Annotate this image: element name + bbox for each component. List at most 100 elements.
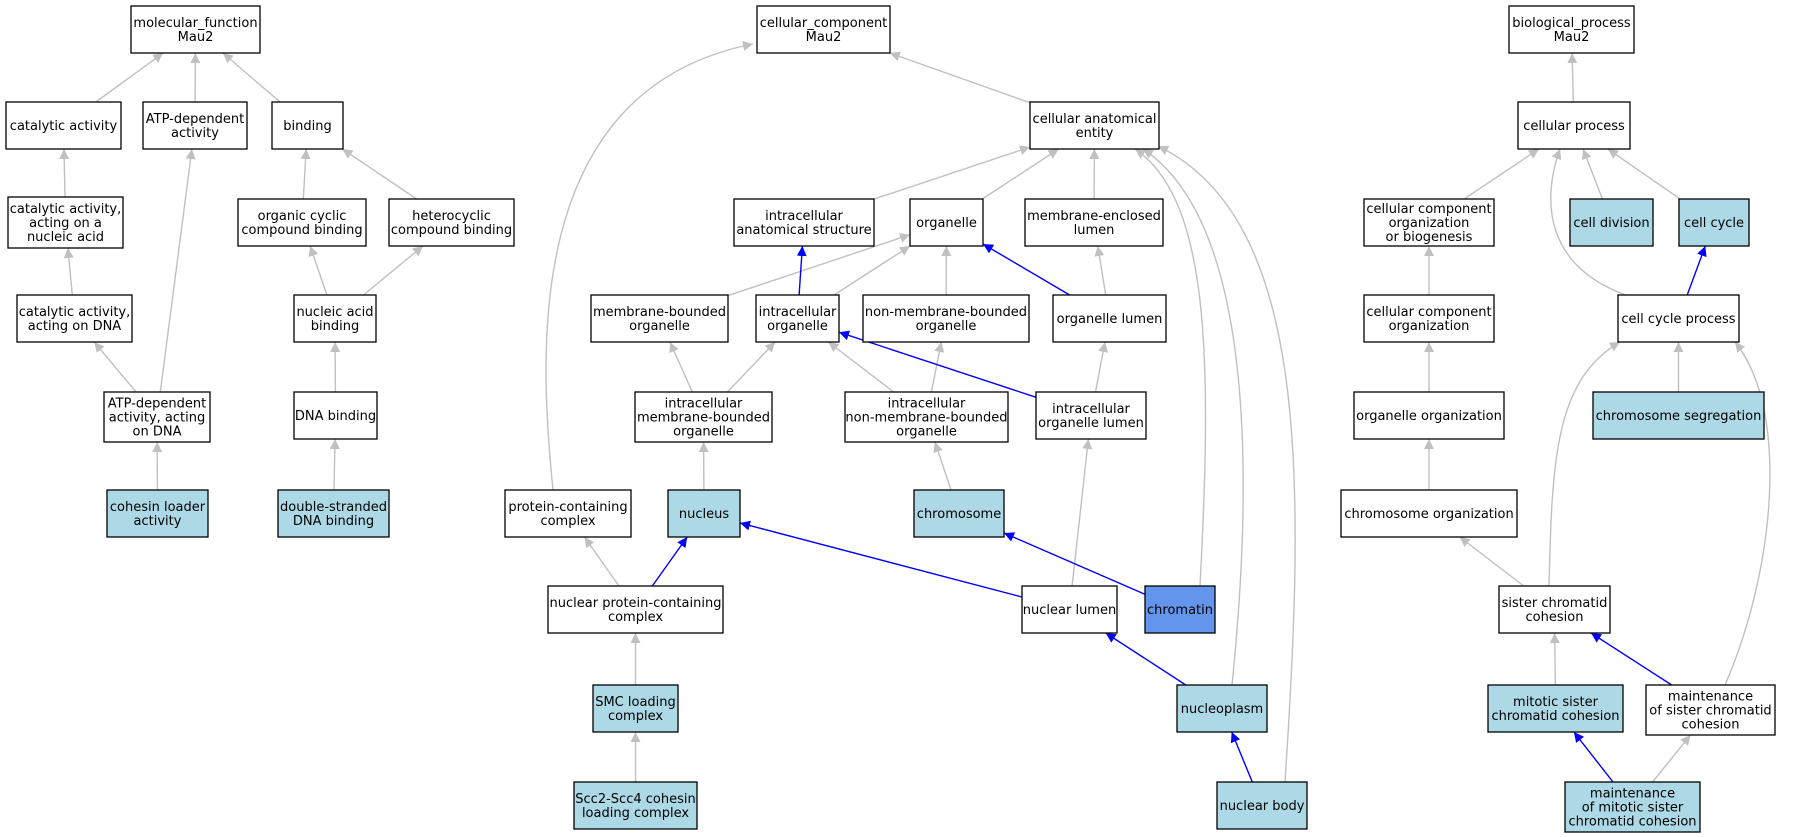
term-node-nucleus[interactable]: nucleus (667, 489, 741, 538)
term-box (1363, 198, 1495, 247)
term-box (1617, 294, 1740, 343)
term-box (733, 198, 875, 247)
term-box (547, 585, 724, 634)
edge-is-a-organelle-to-cae (982, 148, 1059, 200)
term-label-line: cell cycle (1684, 216, 1744, 231)
edge-part-of-ccp-to-cell-cycle (1686, 245, 1707, 296)
edge-is-a-chromatin-to-cae (1134, 148, 1207, 587)
edge-is-a-atp-dna-to-atp-dependent-activity (159, 148, 196, 393)
term-label-line: organization (1389, 319, 1470, 334)
term-node-cell-division[interactable]: cell division (1569, 198, 1654, 247)
term-node-oo[interactable]: organelle organization (1353, 391, 1505, 440)
term-box (1487, 684, 1624, 733)
term-node-catalytic-activity[interactable]: catalytic activity (5, 101, 122, 150)
term-node-organelle[interactable]: organelle (909, 198, 984, 247)
term-box (1340, 489, 1518, 538)
term-node-chr-org[interactable]: chromosome organization (1340, 489, 1518, 538)
term-box (103, 391, 211, 443)
term-node-inmbo[interactable]: intracellularnon-membrane-boundedorganel… (844, 391, 1009, 443)
term-node-ol[interactable]: organelle lumen (1052, 294, 1167, 343)
term-label-line: chromosome (917, 507, 1001, 522)
edge-is-a-mmscc-to-mscc-maint (1652, 734, 1691, 783)
term-node-cp[interactable]: cellular process (1517, 101, 1631, 150)
term-box (237, 198, 367, 247)
edge-is-a-mscc-maint-to-ccp (1724, 341, 1771, 686)
edge-is-a-imbo-to-mbo (669, 341, 693, 393)
term-box (271, 101, 344, 150)
edge-part-of-mscc-maint-to-scc-coh (1590, 632, 1673, 686)
term-box (1176, 684, 1268, 733)
term-node-chromatin[interactable]: chromatin (1144, 585, 1216, 634)
term-node-nuclear-lumen[interactable]: nuclear lumen (1021, 585, 1118, 634)
term-label-line: catalytic activity, (19, 305, 131, 320)
edge-is-a-catalytic-dna-to-catalytic-nucleic (63, 247, 74, 296)
term-label-line: intracellular (759, 305, 837, 320)
term-label-line: cellular component (1366, 202, 1491, 217)
edge-part-of-nucleoplasm-to-nuclear-lumen (1105, 632, 1187, 686)
term-label-line: binding (311, 319, 359, 334)
term-box (388, 198, 515, 247)
term-label-line: compound binding (391, 223, 512, 238)
term-box (1216, 781, 1308, 830)
edge-is-a-chromosome-to-inmbo (933, 441, 952, 491)
term-label-line: Mau2 (806, 30, 842, 45)
term-label-line: catalytic activity (10, 119, 118, 134)
term-box (1035, 391, 1147, 440)
term-label-line: complex (540, 514, 595, 529)
term-box (142, 101, 248, 150)
edge-is-a-ias-to-cae (873, 145, 1031, 200)
edge-is-a-catalytic-activity-to-mf-root (95, 52, 164, 103)
term-label-line: acting on DNA (28, 319, 122, 334)
term-label-line: organelle (916, 216, 977, 231)
term-node-nuclear-body[interactable]: nuclear body (1216, 781, 1308, 830)
edge-is-a-nucleic-acid-binding-to-heterocyclic (363, 245, 424, 296)
term-box (909, 198, 984, 247)
term-label-line: cell division (1573, 216, 1649, 231)
edge-layer (59, 41, 1771, 783)
term-node-cell-cycle[interactable]: cell cycle (1678, 198, 1750, 247)
term-label-line: nucleic acid (27, 230, 104, 245)
term-node-chromosome[interactable]: chromosome (913, 489, 1005, 538)
term-node-ccp[interactable]: cell cycle process (1617, 294, 1740, 343)
term-label-line: chromatin (1147, 603, 1213, 618)
term-node-nucleoplasm[interactable]: nucleoplasm (1176, 684, 1268, 733)
term-box (844, 391, 1009, 443)
edge-part-of-npcc-to-nucleus (651, 536, 688, 587)
term-node-binding[interactable]: binding (271, 101, 344, 150)
term-label-line: chromatid cohesion (1491, 709, 1619, 724)
term-node-chr-seg[interactable]: chromosome segregation (1592, 391, 1765, 440)
term-node-dna-binding[interactable]: DNA binding (293, 391, 378, 440)
term-label-line: cohesion (1526, 610, 1584, 625)
term-node-catalytic-dna[interactable]: catalytic activity,acting on DNA (16, 294, 133, 343)
